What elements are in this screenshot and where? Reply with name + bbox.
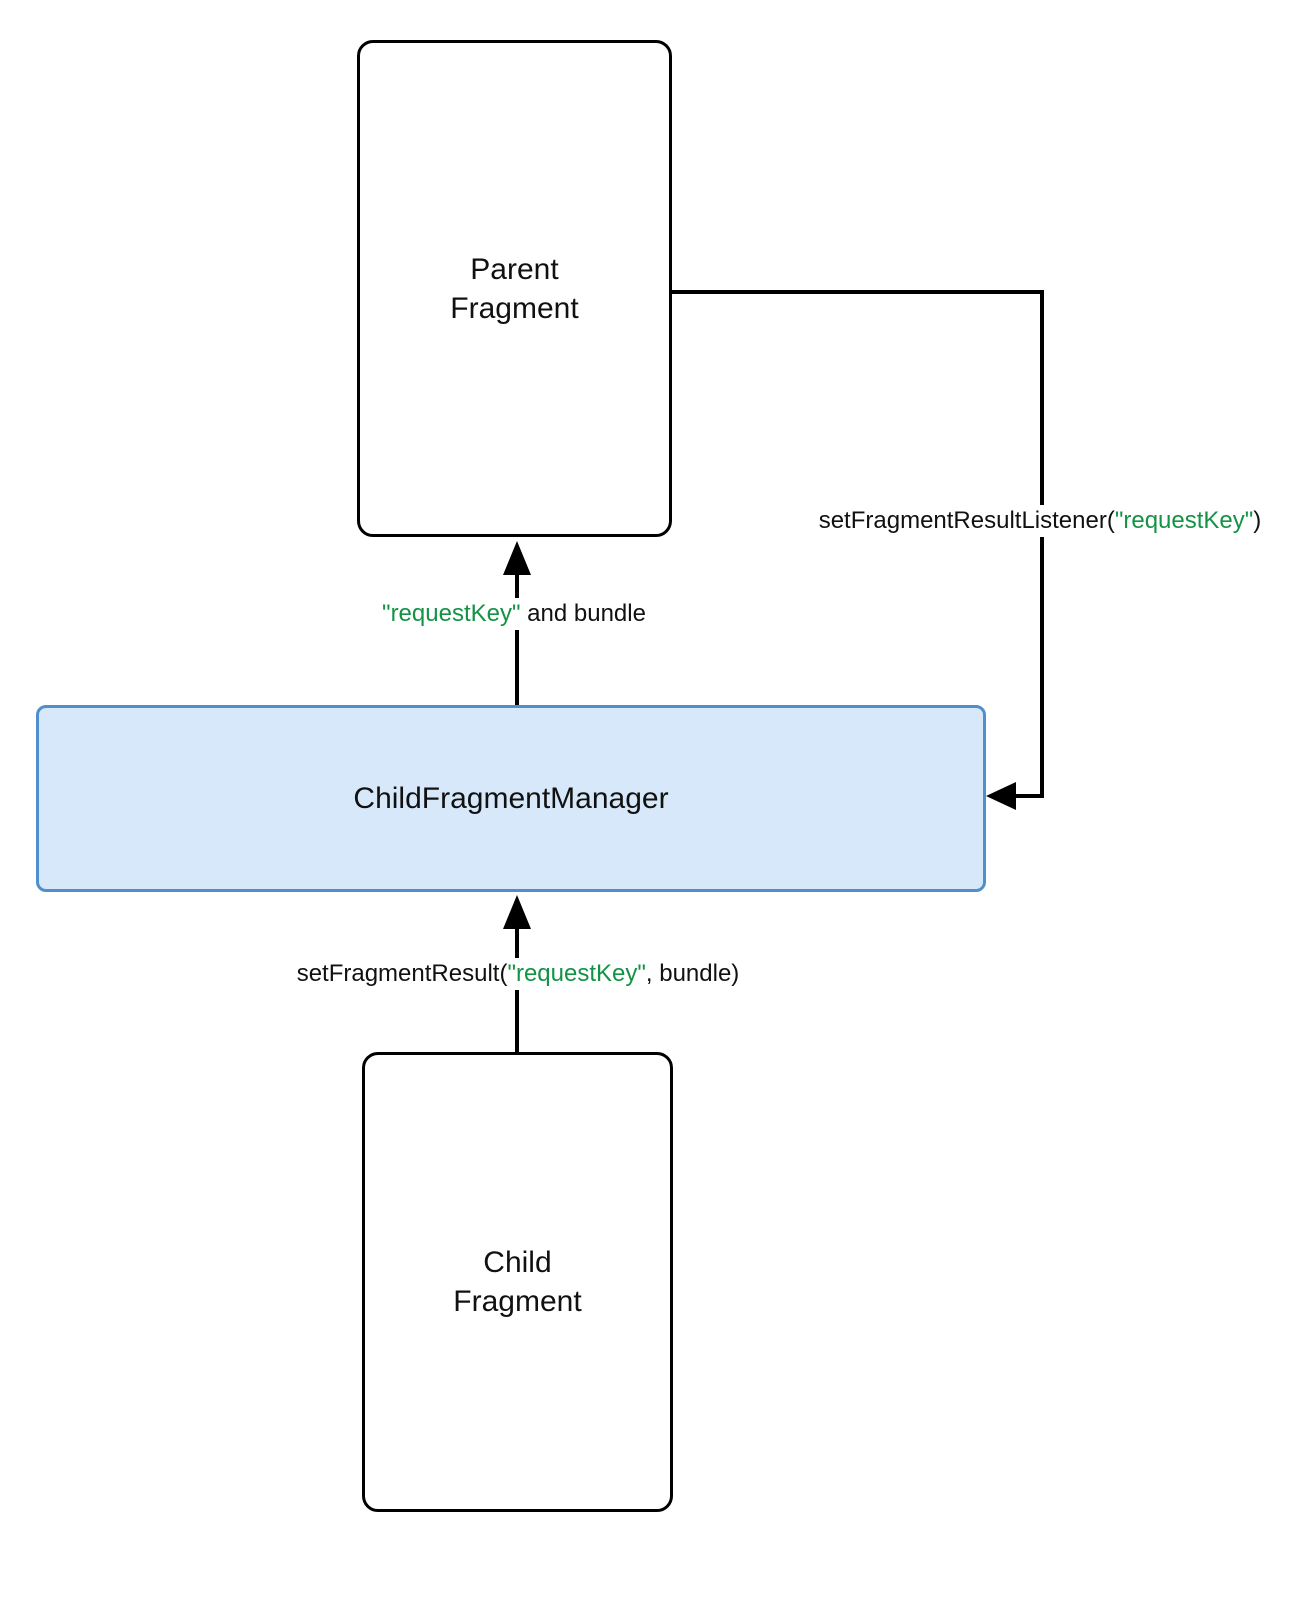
set-result-label-post: , bundle): [645, 960, 740, 987]
child-fragment-node: Child Fragment: [362, 1052, 673, 1512]
set-listener-label-request-key: "requestKey": [1114, 507, 1254, 534]
set-result-label-request-key: "requestKey": [507, 960, 646, 987]
set-listener-edge-label: setFragmentResultListener("requestKey"): [810, 505, 1270, 537]
set-listener-label-pre: setFragmentResultListener(: [818, 507, 1115, 534]
deliver-result-label-post: and bundle: [520, 600, 646, 627]
deliver-result-edge-label: "requestKey" and bundle: [374, 598, 654, 630]
set-listener-label-post: ): [1253, 507, 1262, 534]
set-listener-arrowhead-icon: [986, 782, 1016, 810]
parent-fragment-label: Parent Fragment: [450, 252, 579, 325]
set-result-arrowhead-icon: [503, 895, 531, 929]
set-result-label-pre: setFragmentResult(: [296, 960, 508, 987]
set-listener-connector-line: [672, 290, 1044, 798]
parent-fragment-node: Parent Fragment: [357, 40, 672, 537]
deliver-result-arrowhead-icon: [503, 541, 531, 575]
child-fragment-manager-label: ChildFragmentManager: [353, 782, 669, 815]
set-result-edge-label: setFragmentResult("requestKey", bundle): [288, 958, 748, 990]
child-fragment-label: Child Fragment: [453, 1246, 582, 1318]
child-fragment-manager-node: ChildFragmentManager: [36, 705, 986, 892]
deliver-result-label-request-key: "requestKey": [382, 600, 521, 627]
